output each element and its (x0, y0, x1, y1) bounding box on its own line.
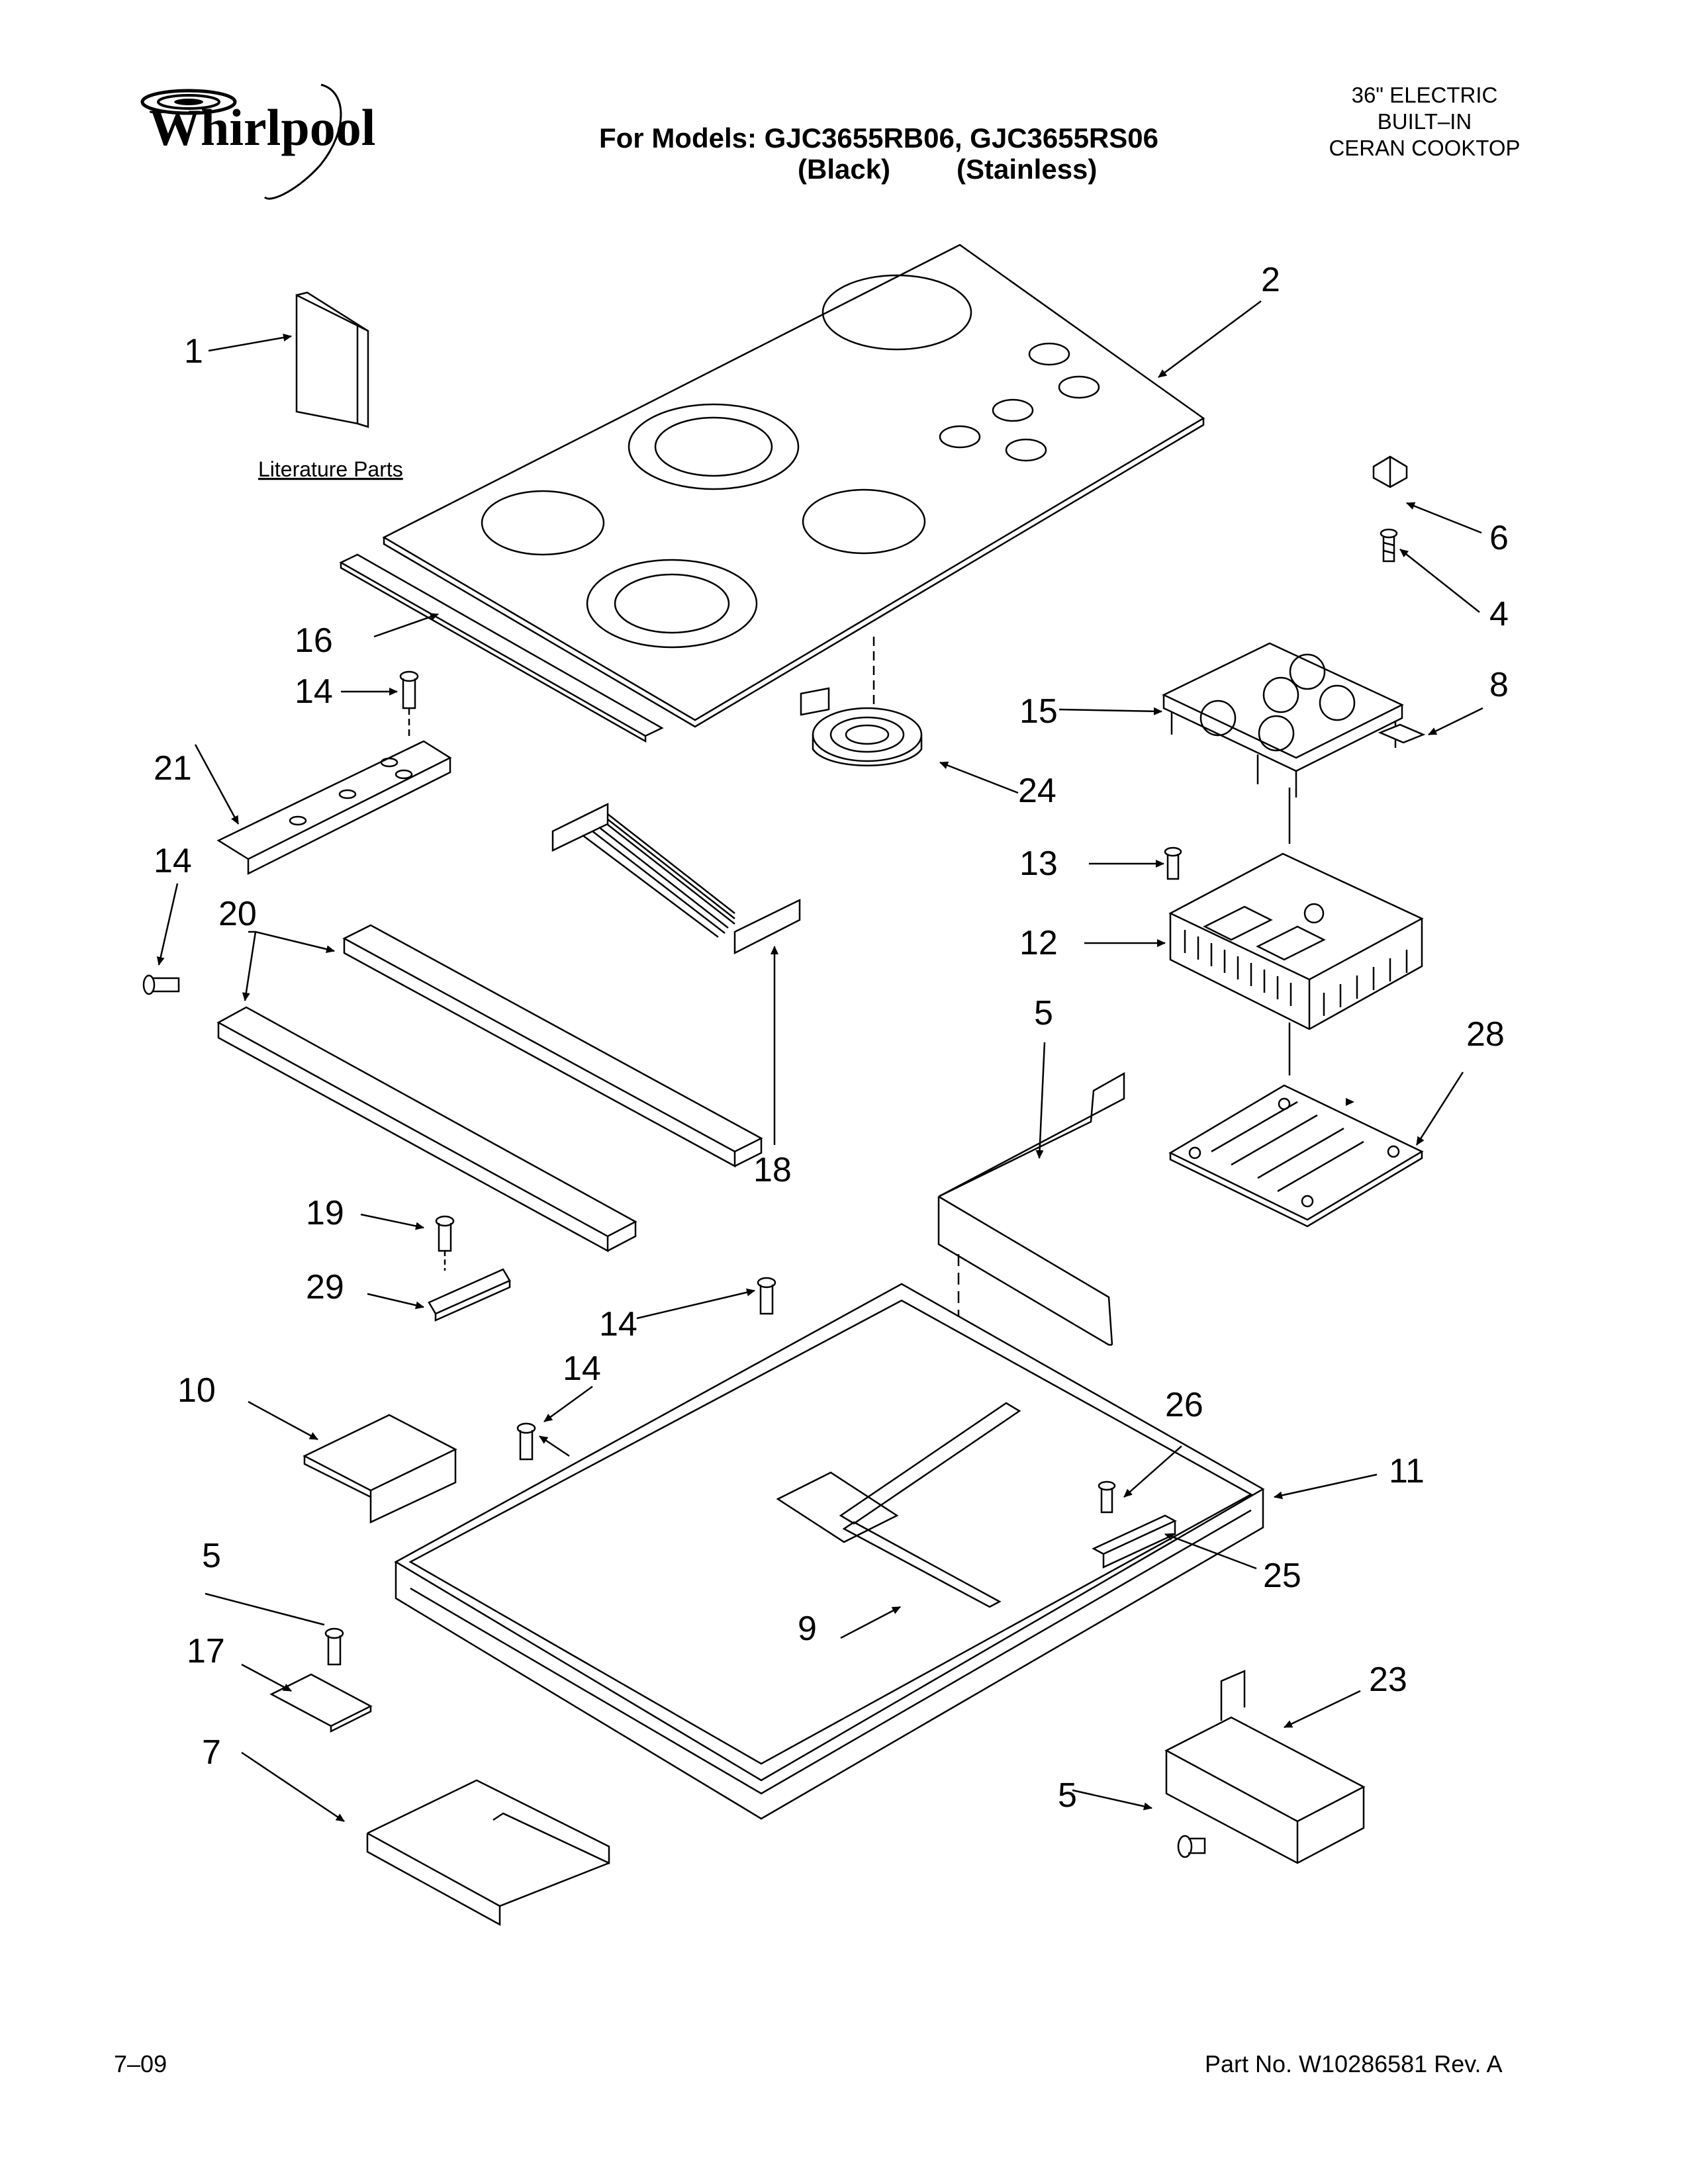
part-ribbon-cable (551, 802, 801, 955)
callout-28: 28 (1466, 1015, 1505, 1054)
part-mounting-plate (1168, 1023, 1424, 1228)
part-screw (324, 1627, 344, 1666)
callout-5: 5 (202, 1537, 221, 1575)
part-plate (269, 1673, 373, 1733)
product-description: 36" ELECTRIC BUILT–IN CERAN COOKTOP (1292, 82, 1557, 161)
part-screw (757, 1277, 776, 1315)
part-screw (1164, 846, 1182, 880)
part-module (303, 1414, 457, 1524)
callout-20: 20 (218, 895, 257, 933)
part-foil-tape (776, 1402, 1021, 1608)
part-junction-box (1164, 1670, 1366, 1864)
product-line: 36" ELECTRIC (1351, 83, 1498, 107)
part-clip (1372, 455, 1408, 488)
callout-6: 6 (1489, 519, 1509, 557)
part-front-trim (339, 553, 664, 743)
product-line: CERAN COOKTOP (1329, 136, 1521, 160)
part-control-box (1168, 788, 1424, 1030)
callout-17: 17 (187, 1632, 225, 1670)
swirl-logo-icon (140, 83, 342, 200)
models-title: For Models: GJC3655RB06, GJC3655RS06 (599, 122, 1159, 154)
callout-25: 25 (1263, 1557, 1301, 1595)
part-cooktop-glass (382, 244, 1205, 728)
brand-logo (129, 78, 394, 210)
part-screw (399, 670, 419, 738)
callout-1: 1 (184, 332, 203, 371)
product-line: BUILT–IN (1377, 109, 1472, 134)
part-screw (516, 1422, 536, 1461)
callout-5: 5 (1058, 1776, 1077, 1815)
callout-15: 15 (1019, 692, 1058, 731)
callout-14: 14 (563, 1349, 601, 1388)
part-top-bracket (216, 740, 452, 876)
part-literature (295, 291, 369, 428)
callout-19: 19 (306, 1194, 344, 1232)
callout-12: 12 (1019, 924, 1058, 962)
brand-name: Whirlpool (149, 99, 376, 156)
part-side-rail (216, 1006, 637, 1253)
part-terminal-block (1092, 1514, 1177, 1569)
callout-16: 16 (295, 621, 333, 660)
footer-part-number: Part No. W10286581 Rev. A (1205, 2050, 1503, 2077)
part-screw (1380, 528, 1398, 563)
callout-26: 26 (1165, 1386, 1203, 1424)
callout-7: 7 (202, 1733, 221, 1772)
callout-18: 18 (753, 1151, 792, 1189)
callout-24: 24 (1018, 772, 1056, 810)
footer-date: 7–09 (114, 2050, 167, 2077)
variant-stainless: (Stainless) (957, 154, 1098, 185)
callout-11: 11 (1389, 1452, 1425, 1490)
part-screw (1098, 1480, 1116, 1514)
part-rear-bracket (366, 1779, 610, 1927)
callout-9: 9 (798, 1610, 817, 1648)
callout-14: 14 (599, 1305, 637, 1343)
literature-parts-label: Literature Parts (258, 457, 403, 481)
part-screw (435, 1215, 455, 1271)
callout-10: 10 (177, 1371, 216, 1410)
callout-23: 23 (1369, 1661, 1407, 1699)
callout-29: 29 (306, 1268, 344, 1306)
part-side-rail (342, 924, 763, 1168)
callout-14: 14 (295, 672, 333, 711)
callout-8: 8 (1489, 666, 1509, 704)
callout-13: 13 (1019, 844, 1058, 883)
callout-3: 4 (1489, 595, 1509, 633)
part-screw (142, 974, 180, 995)
part-base-pan (394, 1283, 1265, 1820)
part-control-board (1162, 642, 1404, 797)
callout-2: 2 (1261, 261, 1280, 299)
part-small-bracket (428, 1268, 511, 1322)
callout-21: 21 (154, 749, 192, 788)
part-small-pad (1378, 723, 1426, 744)
variant-black: (Black) (798, 154, 891, 185)
callout-4: 5 (1034, 994, 1053, 1032)
callout-14: 14 (154, 842, 192, 880)
part-radiant-element (800, 637, 923, 766)
